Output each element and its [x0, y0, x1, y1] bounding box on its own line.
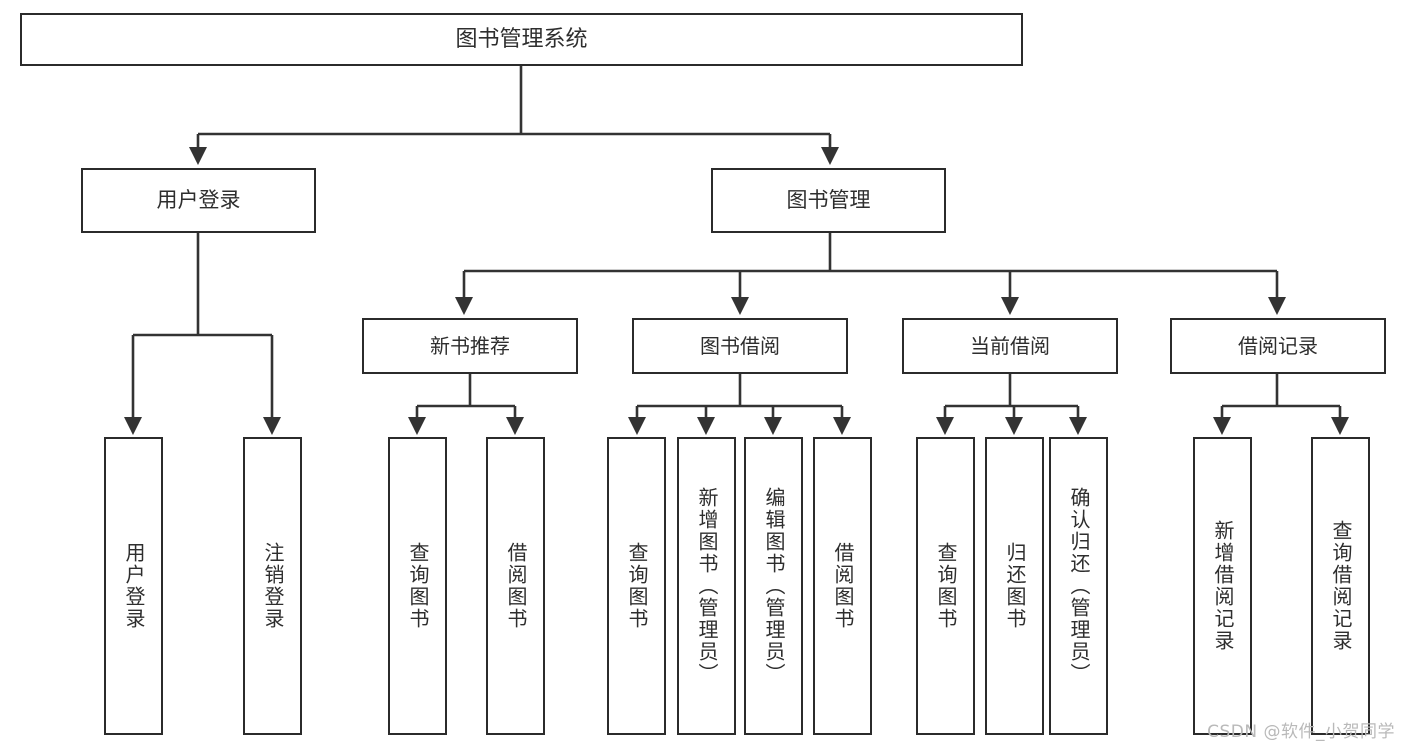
leaf-return-book[interactable]: 归还图书 [985, 437, 1044, 735]
node-current-borrow-label: 当前借阅 [970, 333, 1050, 358]
leaf-user-login-label: 用户登录 [122, 542, 146, 630]
leaf-add-borrow-record[interactable]: 新增借阅记录 [1193, 437, 1252, 735]
leaf-confirm-return-admin-label: 确认归还（管理员） [1067, 487, 1091, 685]
node-current-borrow[interactable]: 当前借阅 [902, 318, 1118, 374]
leaf-query-book-2-label: 查询图书 [625, 542, 649, 630]
leaf-query-book-3-label: 查询图书 [934, 542, 958, 630]
leaf-query-book-2[interactable]: 查询图书 [607, 437, 666, 735]
leaf-edit-book-admin[interactable]: 编辑图书（管理员） [744, 437, 803, 735]
leaf-borrow-book-1-label: 借阅图书 [504, 542, 528, 630]
leaf-borrow-book-1[interactable]: 借阅图书 [486, 437, 545, 735]
node-book-management[interactable]: 图书管理 [711, 168, 946, 233]
leaf-query-book-1-label: 查询图书 [406, 542, 430, 630]
watermark: CSDN @软件_小贺同学 [1207, 722, 1395, 742]
node-root-label: 图书管理系统 [455, 26, 588, 52]
leaf-query-borrow-record[interactable]: 查询借阅记录 [1311, 437, 1370, 735]
leaf-query-book-1[interactable]: 查询图书 [388, 437, 447, 735]
leaf-confirm-return-admin[interactable]: 确认归还（管理员） [1049, 437, 1108, 735]
leaf-return-book-label: 归还图书 [1003, 542, 1027, 630]
leaf-user-logout[interactable]: 注销登录 [243, 437, 302, 735]
node-book-borrow-label: 图书借阅 [700, 333, 780, 358]
leaf-add-book-admin[interactable]: 新增图书（管理员） [677, 437, 736, 735]
node-book-management-label: 图书管理 [786, 188, 871, 213]
leaf-add-borrow-record-label: 新增借阅记录 [1211, 520, 1235, 652]
node-borrow-record[interactable]: 借阅记录 [1170, 318, 1386, 374]
node-borrow-record-label: 借阅记录 [1238, 333, 1318, 358]
leaf-borrow-book-2[interactable]: 借阅图书 [813, 437, 872, 735]
node-new-book-recommend[interactable]: 新书推荐 [362, 318, 578, 374]
leaf-user-logout-label: 注销登录 [261, 542, 285, 630]
node-user-login[interactable]: 用户登录 [81, 168, 316, 233]
leaf-edit-book-admin-label: 编辑图书（管理员） [762, 487, 786, 685]
leaf-user-login[interactable]: 用户登录 [104, 437, 163, 735]
leaf-query-borrow-record-label: 查询借阅记录 [1329, 520, 1353, 652]
node-root[interactable]: 图书管理系统 [20, 13, 1023, 66]
leaf-query-book-3[interactable]: 查询图书 [916, 437, 975, 735]
leaf-add-book-admin-label: 新增图书（管理员） [695, 487, 719, 685]
node-new-book-recommend-label: 新书推荐 [430, 333, 510, 358]
node-user-login-label: 用户登录 [156, 188, 241, 213]
leaf-borrow-book-2-label: 借阅图书 [831, 542, 855, 630]
node-book-borrow[interactable]: 图书借阅 [632, 318, 848, 374]
